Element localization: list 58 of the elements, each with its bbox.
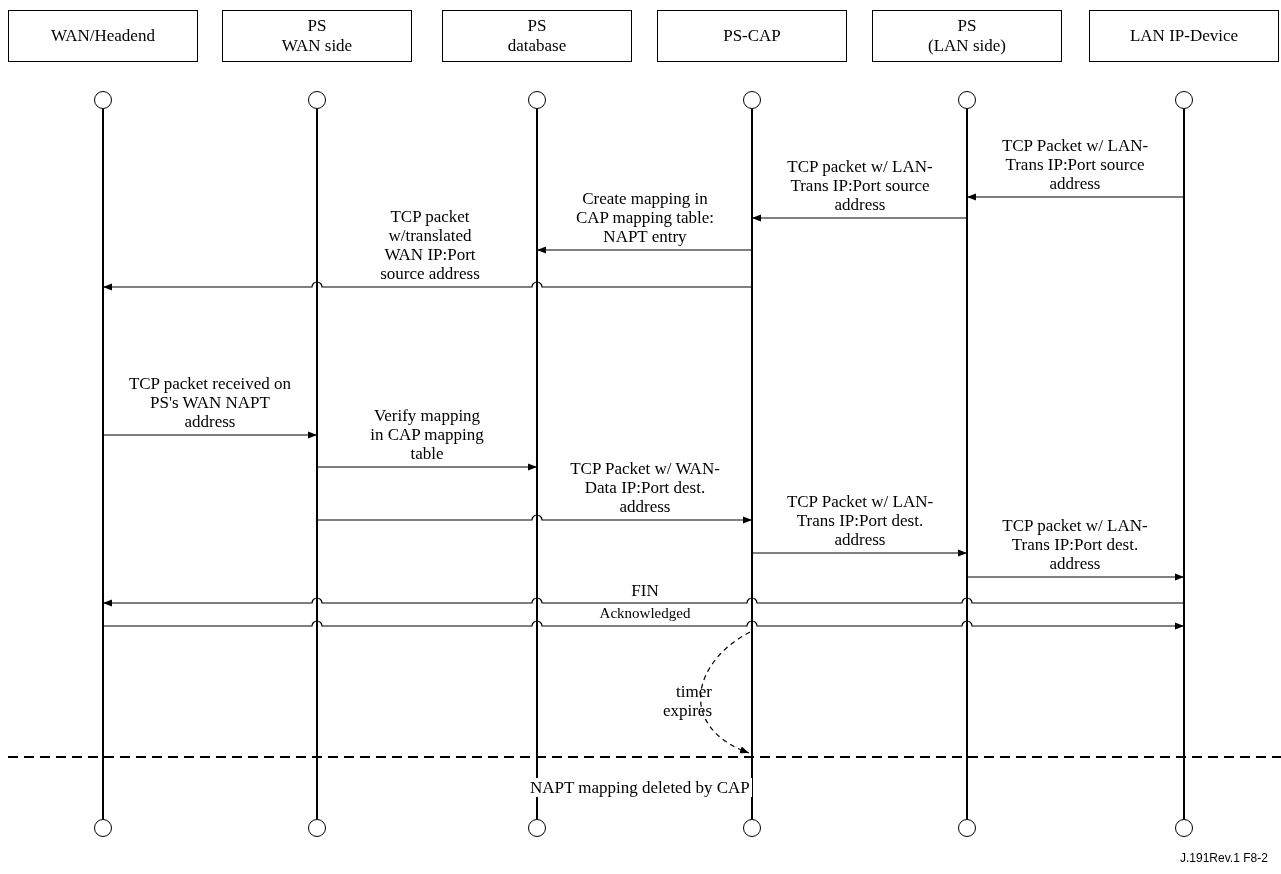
message-arrow [102,620,1185,630]
lifeline [102,109,104,819]
edge-label: FIN [630,581,660,601]
lifeline [1183,109,1185,819]
timer-arrow [700,631,751,754]
message-arrow [102,597,1185,607]
edge-label: Create mapping in CAP mapping table: NAPT entry [575,189,715,247]
lifeline-end-circle [743,91,761,109]
lifeline [316,109,318,819]
edge-label: Acknowledged [598,605,692,622]
participant-name: WAN side [281,36,353,56]
lifeline [966,109,968,819]
participant-name: PS [957,16,977,36]
lifeline-end-circle [1175,91,1193,109]
participant-box [8,10,198,62]
lifeline-end-circle [958,819,976,837]
participant-name: WAN/Headend [51,26,155,46]
lifeline [751,109,753,819]
participant-name: (LAN side) [928,36,1006,56]
lifeline-end-circle [308,91,326,109]
participant-name: PS-CAP [723,26,781,46]
participant-box [222,10,412,62]
message-arrow [966,193,1185,201]
edge-label: timer expires [661,682,712,721]
edge-label: TCP packet received on PS's WAN NAPT address [127,374,293,432]
lifeline-end-circle [308,819,326,837]
lifeline-end-circle [94,819,112,837]
message-arrow [102,431,318,439]
message-arrow [102,281,753,291]
participant-box [1089,10,1279,62]
participant-name: PS [307,16,327,36]
message-arrow [536,246,753,254]
lifeline-end-circle [1175,819,1193,837]
participant-box [657,10,847,62]
participant-box [442,10,632,62]
message-arrow [316,463,538,471]
lifeline-end-circle [958,91,976,109]
note-text: NAPT mapping deleted by CAP [528,778,752,798]
message-arrow [751,549,968,557]
lifeline-end-circle [94,91,112,109]
lifeline-end-circle [528,819,546,837]
edge-label: TCP Packet w/ LAN-Trans IP:Port dest. address [785,492,935,550]
message-arrow [966,573,1185,581]
lifeline-end-circle [743,819,761,837]
lifeline-end-circle [528,91,546,109]
edge-label: Verify mapping in CAP mapping table [369,406,485,464]
lifeline [536,109,538,819]
participant-name: PS [527,16,547,36]
participant-name: database [507,36,567,56]
message-arrow [751,214,968,222]
edge-label: TCP packet w/ LAN-Trans IP:Port dest. address [1001,516,1149,574]
edge-label: TCP Packet w/ LAN-Trans IP:Port source address [1000,136,1150,194]
edge-label: TCP packet w/translated WAN IP:Port source address [379,207,481,284]
message-arrow [316,514,753,524]
edge-label: TCP packet w/ LAN-Trans IP:Port source address [786,157,934,215]
edge-label: TCP Packet w/ WAN-Data IP:Port dest. address [569,459,721,517]
participant-name: LAN IP-Device [1129,26,1239,46]
participant-box [872,10,1062,62]
